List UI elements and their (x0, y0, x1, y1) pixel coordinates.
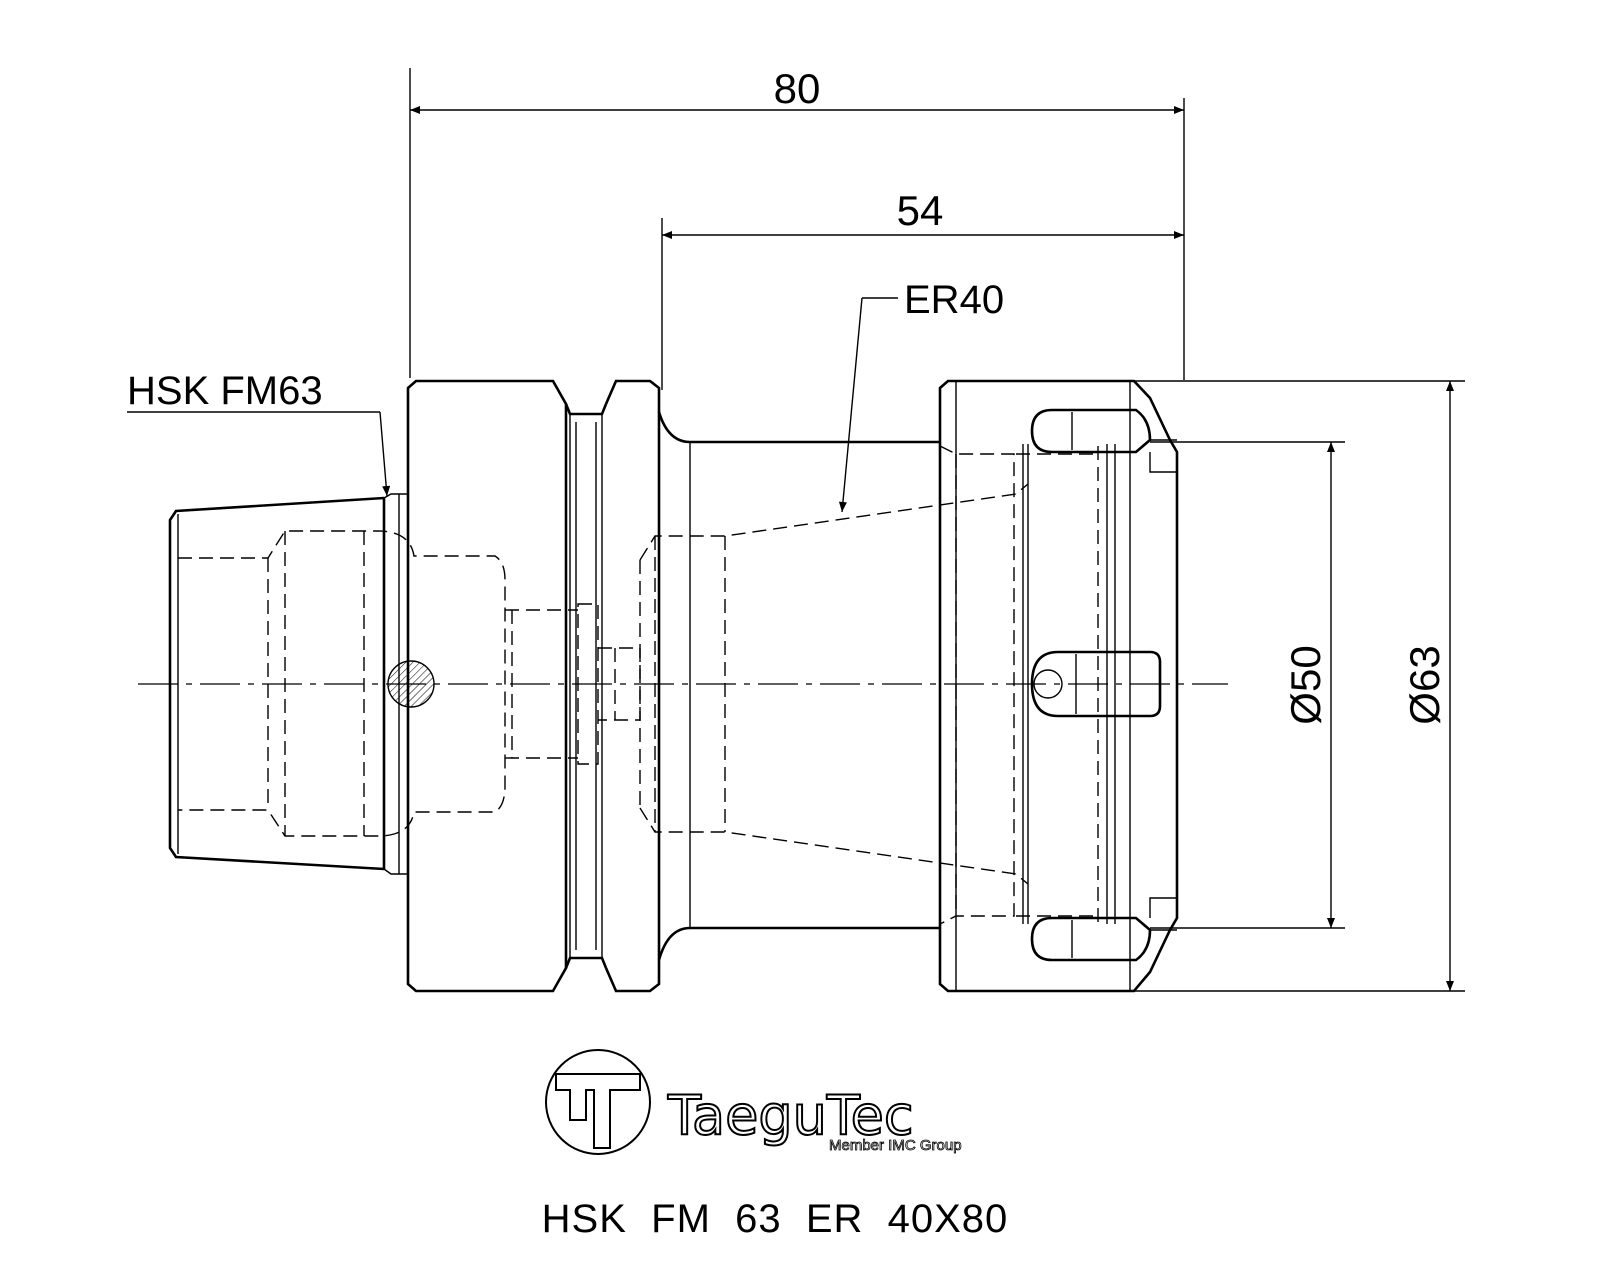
hidden-internal-bore (178, 445, 1099, 925)
taegutec-logo: TaeguTec Member IMC Group (545, 1049, 962, 1155)
drive-pin (387, 660, 435, 708)
taegutec-emblem-icon (545, 1049, 651, 1155)
taegutec-t-mark (555, 1073, 641, 1149)
dimension-d50-text: Ø50 (1282, 645, 1329, 724)
label-hsk-fm63: HSK FM63 (127, 369, 391, 497)
label-er40: ER40 (838, 278, 1004, 513)
dimension-54: 54 (661, 187, 1184, 390)
nut-slot (1030, 650, 1162, 718)
part-title: HSK FM 63 ER 40X80 (542, 1197, 1009, 1241)
v-groove (564, 403, 608, 416)
brand-name: TaeguTec (667, 1084, 914, 1147)
nut-ball (1033, 669, 1063, 699)
er40-cone (639, 483, 1029, 561)
hsk-taper-shank (168, 496, 385, 871)
tool-holder-outline (138, 379, 1228, 993)
dimension-54-text: 54 (897, 187, 944, 234)
dimension-80: 80 (409, 65, 1185, 380)
clamping-nut (938, 379, 1179, 993)
dimension-d63-text: Ø63 (1401, 645, 1448, 724)
taper-label: HSK FM63 (127, 369, 323, 413)
neck (657, 411, 940, 444)
brand-tagline: Member IMC Group (829, 1137, 962, 1154)
collet-label: ER40 (904, 278, 1004, 322)
dimension-80-text: 80 (774, 65, 821, 112)
dimension-d50: Ø50 (1150, 441, 1345, 929)
dimension-d63: Ø63 (1134, 380, 1465, 992)
